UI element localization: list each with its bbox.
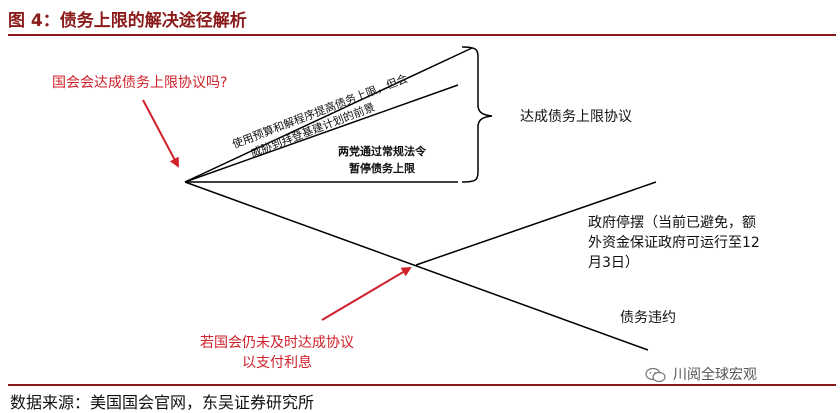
watermark-text: 川阅全球宏观 [673, 367, 757, 383]
lower-path-line2: 暂停债务上限 [349, 162, 415, 175]
lower-path-line1: 两党通过常规法令 [338, 145, 426, 158]
branch-shutdown-line [415, 181, 657, 266]
source-rule [8, 384, 836, 386]
source-note: 数据来源：美国国会官网，东吴证券研究所 [10, 393, 315, 412]
reach-agreement-label: 达成债务上限协议 [520, 109, 632, 125]
lower-path-label: 两党通过常规法令 暂停债务上限 [338, 143, 426, 177]
wechat-icon [645, 367, 667, 383]
question-arrow [142, 99, 179, 168]
no-agreement-line1: 若国会仍未及时达成协议 [200, 335, 354, 351]
branch-middle-line [184, 84, 459, 183]
agreement-bracket [461, 46, 493, 183]
shutdown-line3: 月3日） [588, 255, 639, 271]
branch-no-agreement-line [184, 181, 649, 351]
shutdown-label: 政府停摆（当前已避免，额 外资金保证政府可运行至12 月3日） [588, 213, 760, 273]
question-label: 国会会达成债务上限协议吗? [52, 75, 228, 91]
figure-title: 图 4：债务上限的解决途径解析 [8, 11, 247, 31]
no-agreement-arrow [321, 266, 412, 321]
default-label: 债务违约 [620, 310, 676, 326]
watermark: 川阅全球宏观 [645, 364, 757, 384]
branch-upper-line [184, 47, 473, 183]
no-agreement-line2: 以支付利息 [242, 355, 312, 371]
shutdown-line2: 外资金保证政府可运行至12 [588, 235, 760, 251]
shutdown-line1: 政府停摆（当前已避免，额 [588, 215, 756, 231]
no-agreement-label: 若国会仍未及时达成协议 以支付利息 [200, 333, 354, 373]
title-rule [8, 34, 836, 36]
